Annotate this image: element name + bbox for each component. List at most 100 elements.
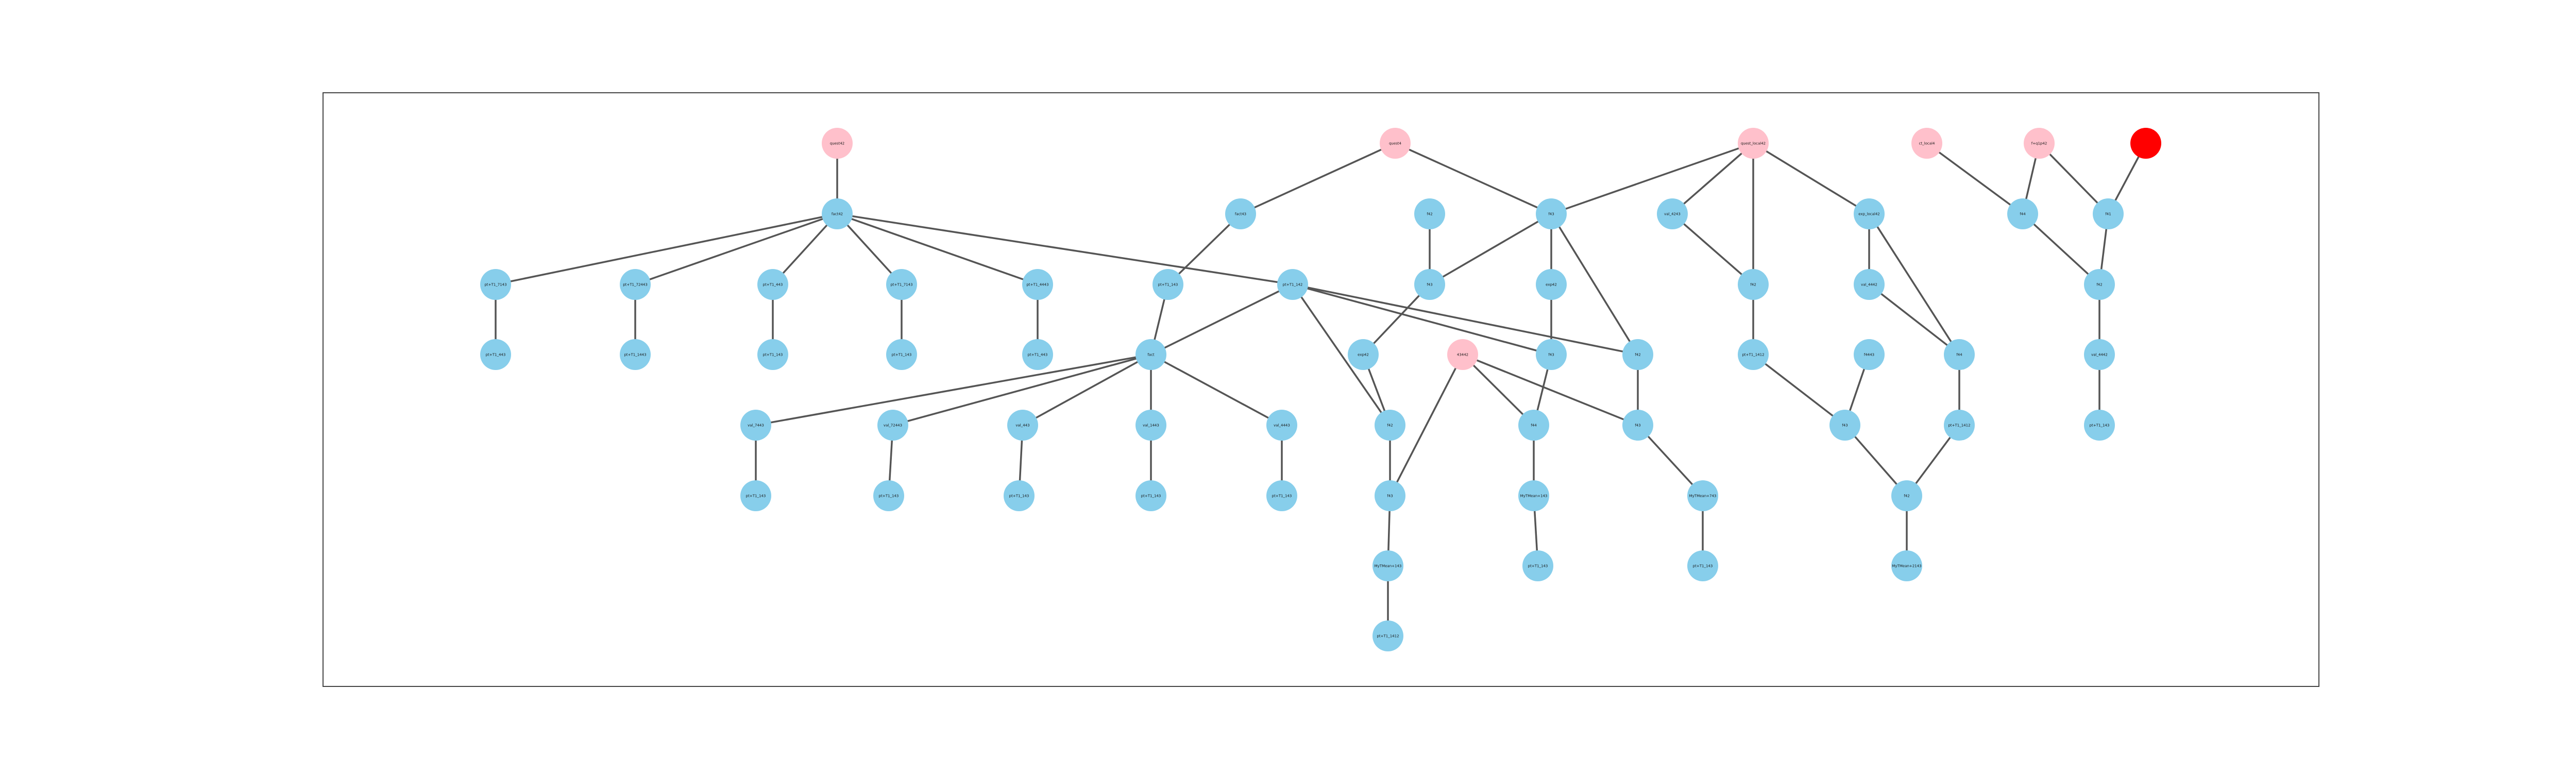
node-label: pt+T1_143 [746, 494, 766, 498]
node-circle [1687, 480, 1718, 511]
node-circle [1372, 550, 1403, 581]
node-label: MyTMean+743 [1689, 494, 1717, 498]
node-label: 43442 [1457, 353, 1468, 357]
graph-node: val_1443 [1136, 410, 1166, 441]
node-circle [1854, 339, 1885, 370]
edge-c7-d9 [1292, 283, 1552, 356]
node-label: val_4442 [2091, 353, 2108, 357]
graph-node: pt+T1_143 [1153, 269, 1183, 300]
edge-b1-c1 [495, 213, 838, 285]
edge-b7-c12 [2022, 213, 2100, 285]
node-label: val_4243 [1664, 212, 1681, 216]
graph-node: pt+T1_1412 [1372, 620, 1403, 651]
node-circle [1372, 620, 1403, 651]
graph-node: quest4 [1380, 128, 1411, 159]
edge-e8-f8 [1637, 424, 1704, 497]
node-circle [1536, 269, 1567, 300]
node-circle [757, 269, 788, 300]
graph-node: pt+T1_443 [757, 269, 788, 300]
node-circle [620, 339, 651, 370]
graph-node: fact43 [1225, 198, 1256, 229]
node-circle [740, 410, 771, 441]
graph-node: val_443 [1007, 410, 1038, 441]
edge-d6-e5 [1150, 354, 1282, 426]
graph-node: pt+T1_1412 [1944, 410, 1975, 441]
node-circle [620, 269, 651, 300]
node-label: val_1443 [1143, 424, 1159, 428]
node-label: pt+T1_143 [2090, 424, 2110, 428]
edge-b1-c5 [837, 213, 1038, 285]
node-label: quest42 [830, 142, 845, 146]
graph-node: 43442 [1447, 339, 1478, 370]
graph-node: pt+T1_72443 [620, 269, 651, 300]
node-circle [1375, 480, 1405, 511]
node-label: f42 [2096, 283, 2102, 287]
node-label: pt+T1_1443 [624, 353, 646, 357]
edge-a3-b4 [1551, 142, 1754, 215]
graph-node [2130, 128, 2161, 159]
graph-node: f4443 [1854, 339, 1885, 370]
edge-a5-b8 [2038, 142, 2109, 215]
node-label: f41 [2105, 212, 2111, 216]
node-label: f43 [1387, 494, 1393, 498]
graph-node: f44 [1944, 339, 1975, 370]
graph-node: pt+T1_443 [480, 339, 511, 370]
node-label: f43 [1548, 353, 1554, 357]
graph-node: val_72443 [877, 410, 908, 441]
node-circle [886, 339, 917, 370]
edge-b4-c8 [1429, 213, 1552, 285]
graph-node: quest42 [822, 128, 853, 159]
node-label: val_72443 [884, 424, 902, 428]
node-circle [1518, 480, 1549, 511]
node-circle [1136, 480, 1166, 511]
edge-c11-d13 [1868, 283, 1960, 356]
node-label: f+q1p42 [2031, 142, 2047, 146]
edge-c7-d6 [1150, 283, 1293, 356]
edge-b5-c10 [1671, 213, 1754, 285]
node-circle [1225, 198, 1256, 229]
edge-d11-e9 [1752, 354, 1846, 426]
graph-node: f43 [1375, 480, 1405, 511]
node-circle [1522, 550, 1553, 581]
graph-node: f43 [1622, 410, 1653, 441]
node-label: fact [1147, 353, 1155, 357]
node-circle [740, 480, 771, 511]
edge-c7-d10 [1292, 283, 1638, 356]
node-label: pt+T1_143 [1693, 564, 1713, 568]
node-label: pt+T1_443 [763, 283, 783, 287]
node-label: fact43 [1235, 212, 1246, 216]
node-circle [1944, 410, 1975, 441]
node-circle [1348, 339, 1379, 370]
node-label: f43 [1427, 283, 1432, 287]
node-label: exp_local42 [1858, 212, 1880, 216]
graph-node: exp42 [1348, 339, 1379, 370]
graph-node: pt+T1_143 [757, 339, 788, 370]
node-circle [1277, 269, 1308, 300]
node-label: exp42 [1546, 283, 1557, 287]
node-circle [1687, 550, 1718, 581]
graph-node: f43 [1536, 198, 1567, 229]
graph-node: fact [1136, 339, 1166, 370]
edge-a4-b7 [1926, 142, 2024, 215]
node-circle [1622, 339, 1653, 370]
node-label: pt+T1_143 [1158, 283, 1178, 287]
node-circle [1854, 198, 1885, 229]
graph-node: pt+T1_142 [1277, 269, 1308, 300]
node-circle [1380, 128, 1411, 159]
node-circle [1266, 480, 1297, 511]
edge-b6-d13 [1868, 213, 1960, 355]
node-label: f42 [1635, 353, 1640, 357]
node-label: pt+T1_4443 [1026, 283, 1048, 287]
node-circle [1447, 339, 1478, 370]
node-circle [1414, 198, 1445, 229]
graph-node: f42 [1738, 269, 1769, 300]
edge-a3-b5 [1671, 142, 1754, 215]
node-label: pt+T1_143 [879, 494, 899, 498]
node-circle [1022, 269, 1053, 300]
node-circle [1136, 410, 1166, 441]
node-label: f4443 [1864, 353, 1874, 357]
edge-c7-e6 [1292, 284, 1391, 426]
node-label: pt+T1_72443 [623, 283, 648, 287]
graph-node: pt+T1_143 [1136, 480, 1166, 511]
